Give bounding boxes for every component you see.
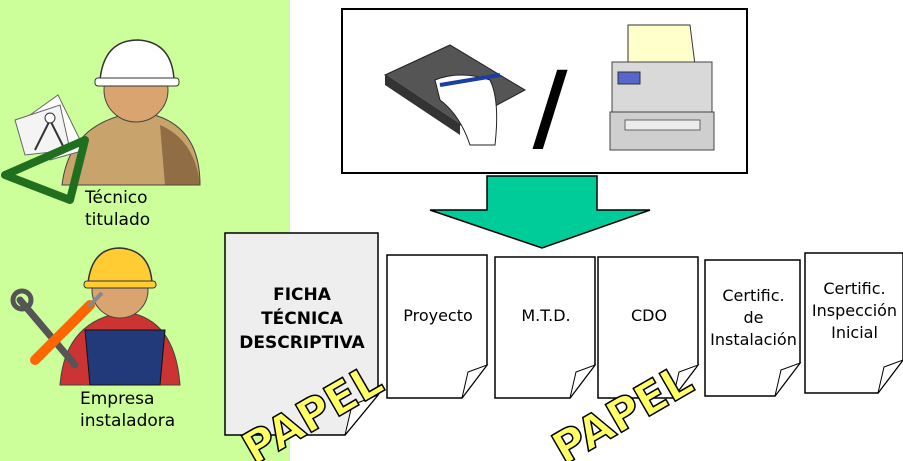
- label-line: Proyecto: [403, 306, 473, 325]
- label-line: M.T.D.: [521, 306, 571, 325]
- label-line: Inspección: [811, 301, 898, 320]
- label-line: Certific.: [722, 286, 785, 305]
- separator-slash: /: [532, 51, 568, 163]
- technician-caption: Técnico titulado: [85, 187, 150, 231]
- printer-icon: [609, 24, 715, 151]
- label-line: CDO: [630, 306, 668, 325]
- hand-writing-icon: [383, 44, 527, 146]
- document-page: [494, 256, 597, 399]
- title-line: DESCRIPTIVA: [239, 333, 365, 353]
- document-label-mtd: M.T.D.: [496, 305, 596, 327]
- label-line: Instalación: [710, 330, 797, 349]
- document-page: [704, 259, 802, 397]
- document-page: [804, 252, 903, 394]
- installer-caption: Empresa instaladora: [80, 388, 175, 432]
- caption-line: titulado: [85, 210, 151, 230]
- label-line: de: [743, 308, 764, 327]
- installer-figure: [10, 247, 181, 386]
- label-line: Inicial: [831, 323, 878, 342]
- caption-line: instaladora: [80, 411, 176, 431]
- technician-figure: [1, 39, 201, 204]
- title-line: FICHA: [273, 285, 331, 305]
- caption-line: Empresa: [80, 389, 155, 409]
- label-line: Certific.: [823, 279, 886, 298]
- document-label-certific-inspeccion: Certific. Inspección Inicial: [806, 278, 903, 344]
- caption-line: Técnico: [85, 188, 148, 208]
- document-label-proyecto: Proyecto: [388, 305, 488, 327]
- document-label-certific-instalacion: Certific. de Instalación: [706, 285, 801, 351]
- document-page: [597, 256, 700, 399]
- title-line: TÉCNICA: [261, 309, 343, 329]
- flow-arrow: [429, 175, 651, 249]
- document-label-cdo: CDO: [599, 305, 699, 327]
- main-document-title: FICHA TÉCNICA DESCRIPTIVA: [226, 283, 378, 355]
- document-page: [386, 254, 489, 399]
